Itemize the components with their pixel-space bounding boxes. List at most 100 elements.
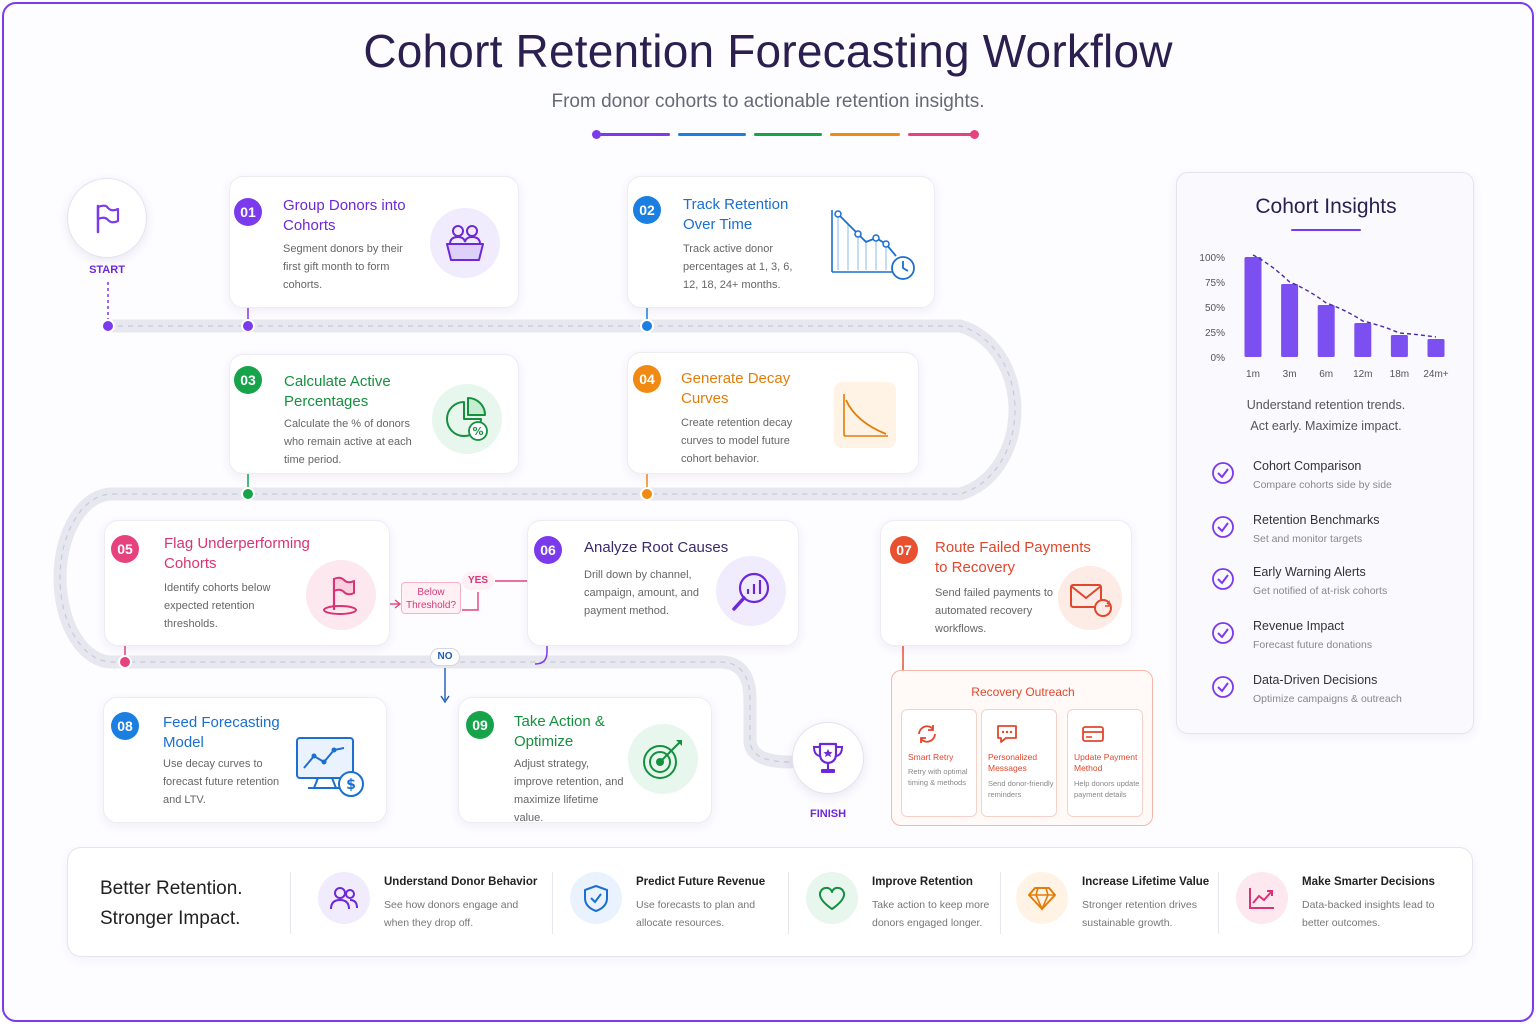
shield-icon — [570, 872, 622, 924]
mail-refresh-icon — [1058, 566, 1122, 630]
decay-curve-icon — [834, 382, 896, 448]
step-title-06: Analyze Root Causes — [584, 539, 729, 556]
trend-line — [1252, 254, 1437, 338]
feature-title: Cohort Comparison — [1253, 459, 1362, 473]
banner-item-desc: Stronger retention drives sustainable gr… — [1082, 899, 1197, 929]
step-title-04: Generate Decay Curves — [681, 370, 791, 407]
insights-caption-line1: Understand retention trends. — [1246, 398, 1406, 412]
svg-text:$: $ — [346, 777, 356, 793]
divider-dot-start — [592, 130, 601, 139]
x-tick-label: 18m — [1390, 369, 1409, 380]
recovery-item-smart-retry[interactable]: Smart Retry Retry with optimal timing & … — [901, 709, 977, 817]
divider-pink — [908, 133, 974, 136]
step-title-03: Calculate Active Percentages — [284, 373, 391, 410]
step-number-08: 08 — [111, 712, 139, 740]
insights-underline — [1291, 229, 1361, 231]
step-title-05: Flag Underperforming Cohorts — [164, 535, 310, 572]
divider-orange — [830, 133, 900, 136]
people-icon — [318, 872, 370, 924]
feature-title: Revenue Impact — [1253, 619, 1345, 633]
check-circle-icon — [1212, 676, 1234, 698]
x-tick-label: 3m — [1283, 369, 1297, 380]
step-desc-04: Create retention decay curves to model f… — [681, 417, 793, 465]
divider-green — [754, 133, 822, 136]
banner-item-title: Improve Retention — [872, 876, 973, 888]
y-tick-label: 25% — [1205, 328, 1225, 339]
insights-title: Cohort Insights — [1255, 195, 1397, 218]
banner-item-title: Predict Future Revenue — [636, 876, 766, 888]
retry-icon — [918, 725, 936, 743]
decision-below-threshold: Below Threshold? — [401, 582, 461, 614]
finish-label: FINISH — [809, 808, 847, 820]
y-tick-label: 100% — [1199, 253, 1225, 264]
no-label: NO — [430, 648, 460, 666]
retention-chart-icon — [828, 206, 920, 289]
recovery-item-update-payment[interactable]: Update Payment Method Help donors update… — [1067, 709, 1143, 817]
step-number-07: 07 — [890, 536, 918, 564]
y-tick-label: 75% — [1205, 278, 1225, 289]
feature-desc: Get notified of at-risk cohorts — [1253, 585, 1388, 597]
banner-divider — [290, 872, 291, 934]
message-icon — [997, 725, 1017, 743]
check-circle-icon — [1212, 462, 1234, 484]
step-number-06: 06 — [534, 536, 562, 564]
step-number-03: 03 — [234, 366, 262, 394]
feature-title: Data-Driven Decisions — [1253, 673, 1378, 687]
step-number-05: 05 — [111, 535, 139, 563]
banner-item-title: Make Smarter Decisions — [1302, 876, 1435, 888]
pie-percent-icon: % — [432, 384, 502, 454]
recovery-outreach-panel: Recovery Outreach Smart Retry Retry with… — [891, 670, 1153, 826]
feature-title: Early Warning Alerts — [1253, 565, 1366, 579]
x-tick-label: 6m — [1319, 369, 1333, 380]
tagline-line2: Stronger Impact. — [100, 908, 241, 929]
banner-item-desc: Use forecasts to plan and allocate resou… — [636, 899, 756, 929]
feature-desc: Compare cohorts side by side — [1253, 479, 1392, 491]
step-title-01: Group Donors into Cohorts — [283, 197, 406, 234]
banner-item-desc: See how donors engage and when they drop… — [384, 899, 519, 929]
check-circle-icon — [1212, 516, 1234, 538]
monitor-forecast-icon: $ — [294, 734, 370, 805]
recovery-item-title: Personalized Messages — [988, 752, 1038, 773]
step-title-09: Take Action & Optimize — [514, 713, 605, 750]
x-tick-label: 24m+ — [1423, 369, 1448, 380]
banner-divider — [552, 872, 553, 934]
x-tick-label: 12m — [1353, 369, 1372, 380]
page-subtitle: From donor cohorts to actionable retenti… — [551, 91, 985, 112]
target-icon — [628, 724, 698, 794]
step-desc-02: Track active donor percentages at 1, 3, … — [683, 243, 793, 291]
step-number-01: 01 — [234, 198, 262, 226]
feature-title: Retention Benchmarks — [1253, 513, 1380, 527]
step-desc-05: Identify cohorts below expected retentio… — [164, 582, 271, 630]
divider-dot-end — [970, 130, 979, 139]
check-circle-icon — [1212, 568, 1234, 590]
recovery-outreach-title: Recovery Outreach — [971, 685, 1075, 699]
page-title: Cohort Retention Forecasting Workflow — [363, 25, 1173, 77]
finish-node — [792, 722, 864, 794]
step-desc-07: Send failed payments to automated recove… — [935, 587, 1054, 635]
heart-icon — [806, 872, 858, 924]
banner-item-desc: Data-backed insights lead to better outc… — [1302, 899, 1435, 929]
recovery-item-desc: Help donors update payment details — [1074, 779, 1140, 799]
recovery-item-title: Update Payment Method — [1074, 752, 1138, 773]
y-tick-label: 50% — [1205, 303, 1225, 314]
step-title-02: Track Retention Over Time — [683, 196, 789, 233]
chart-bar-6m — [1317, 305, 1335, 357]
flag-icon — [306, 560, 376, 630]
step-number-09: 09 — [466, 711, 494, 739]
feature-desc: Forecast future donations — [1253, 639, 1373, 651]
banner-divider — [1218, 872, 1219, 934]
banner-item-title: Increase Lifetime Value — [1082, 876, 1210, 888]
step-desc-09: Adjust strategy, improve retention, and … — [514, 758, 624, 824]
banner-divider — [788, 872, 789, 934]
trophy-icon — [812, 742, 844, 773]
tagline: Better Retention. Stronger Impact. — [100, 874, 243, 934]
banner-divider — [1000, 872, 1001, 934]
recovery-item-personalized-messages[interactable]: Personalized Messages Send donor-friendl… — [981, 709, 1057, 817]
trend-icon — [1236, 872, 1288, 924]
recovery-item-title: Smart Retry — [908, 752, 954, 762]
banner-item-title: Understand Donor Behavior — [384, 876, 538, 888]
start-flag-icon — [96, 204, 120, 234]
step-title-08: Feed Forecasting Model — [163, 714, 280, 751]
